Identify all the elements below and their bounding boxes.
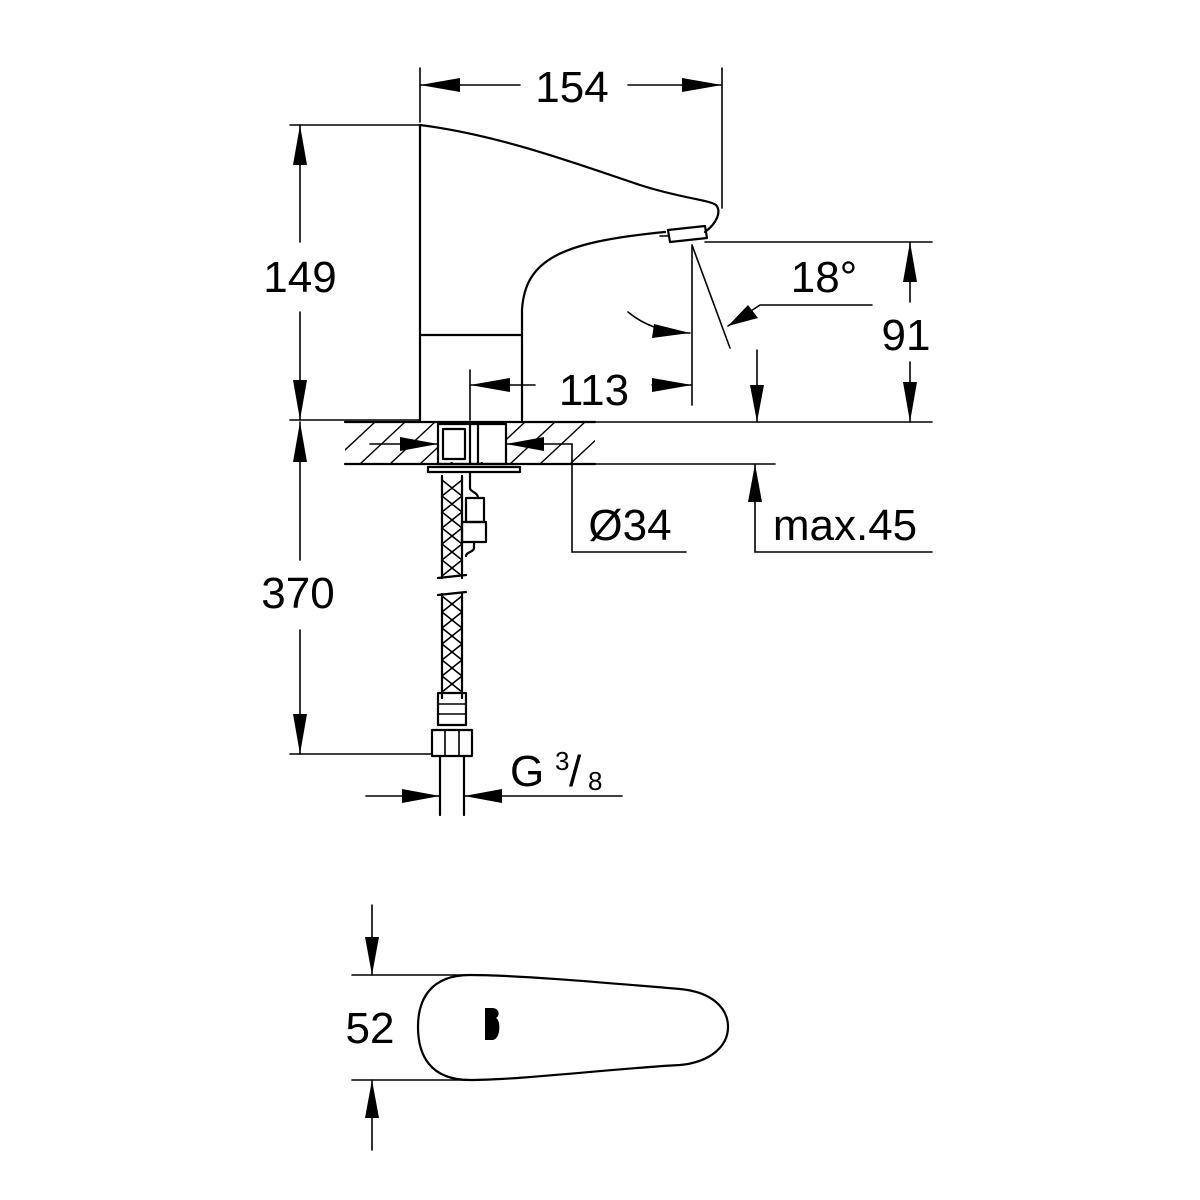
- dimension-91: 91: [589, 241, 933, 423]
- flexible-hose: [430, 474, 474, 817]
- dimension-113: 113: [469, 245, 693, 421]
- thread-denominator: 8: [588, 766, 602, 796]
- dimension-diameter-label: Ø34: [588, 501, 671, 550]
- sensor-window-icon: [485, 1008, 500, 1040]
- thread-g-label: G: [510, 747, 544, 796]
- dimension-diameter: Ø34: [369, 437, 687, 553]
- dimension-91-label: 91: [882, 311, 931, 360]
- dimension-52: 52: [346, 904, 471, 1151]
- dimension-52-label: 52: [346, 1004, 395, 1053]
- sensor-connector: [460, 470, 488, 558]
- dimension-113-label: 113: [559, 366, 629, 415]
- thread-numerator: 3: [555, 746, 569, 776]
- dimension-max-thickness: max.45: [519, 463, 933, 553]
- faucet-side-view: [418, 123, 720, 422]
- dimension-149-label: 149: [263, 253, 336, 302]
- dimension-154: 154: [419, 63, 723, 209]
- dimension-max-thickness-label: max.45: [773, 501, 917, 550]
- dimension-angle-label: 18°: [791, 253, 858, 302]
- dimension-154-label: 154: [535, 63, 608, 112]
- dimension-149: 149: [263, 124, 421, 421]
- dimension-thread: G 3 / 8: [365, 746, 623, 803]
- countertop: [343, 420, 597, 466]
- faucet-top-view: [416, 973, 730, 1082]
- thread-slash: /: [569, 747, 582, 796]
- dimension-370-label: 370: [261, 569, 334, 618]
- dimension-370: 370: [261, 421, 433, 755]
- dimension-angle: 18°: [627, 244, 873, 349]
